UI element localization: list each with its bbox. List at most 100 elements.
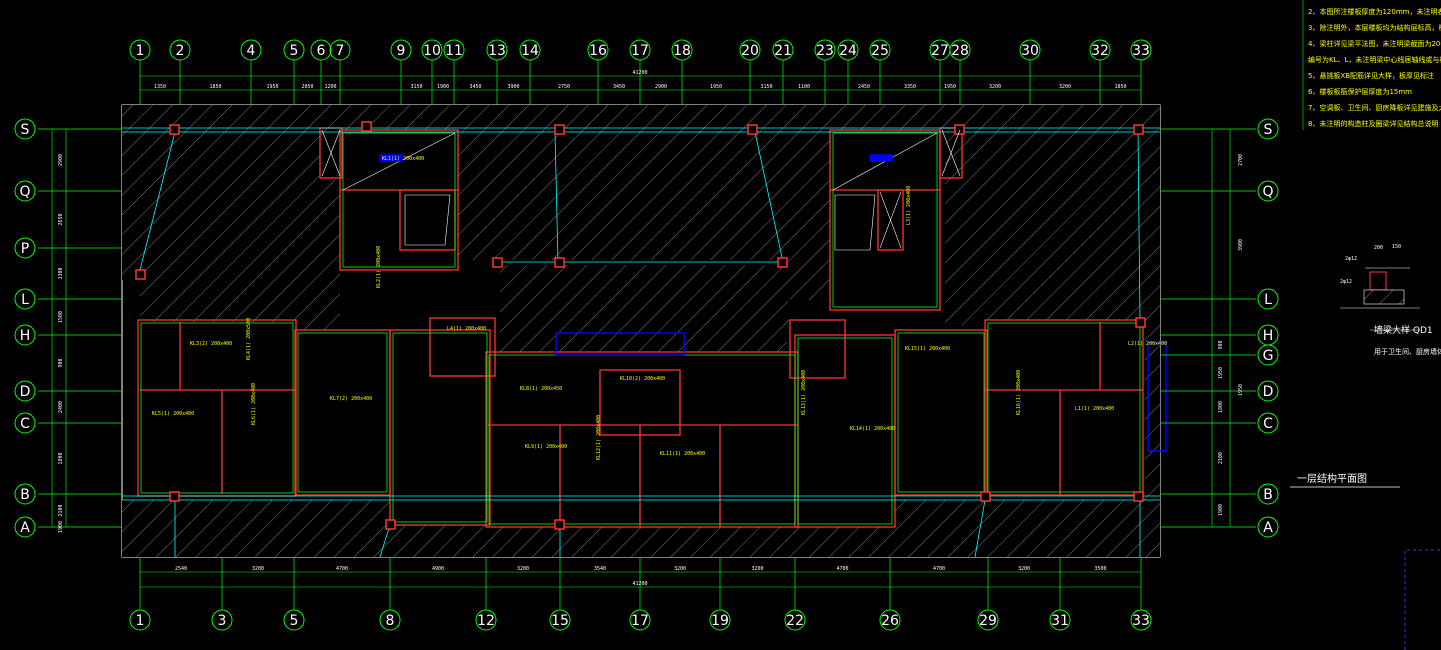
svg-text:Q: Q (1262, 184, 1273, 200)
axis-bubble-top-21: 21 (772, 39, 794, 61)
dim-bottom-6: 3200 (674, 566, 686, 572)
dim-left-1: 2650 (58, 213, 64, 225)
axis-bubble-bottom-19: 19 (709, 609, 731, 631)
note-line-4: 5、悬挑板XB配筋详见大样，板厚见标注 (1308, 71, 1434, 80)
beam-label-4: KL5(1) 200x400 (152, 411, 194, 417)
svg-text:6: 6 (317, 43, 326, 59)
axis-bubble-left-C: C (14, 412, 36, 434)
axis-bubble-bottom-22: 22 (784, 609, 806, 631)
dim-bottom-8: 4700 (836, 566, 848, 572)
axis-bubble-top-20: 20 (739, 39, 761, 61)
beam-label-8: KL9(1) 200x400 (525, 444, 567, 450)
dim-top-4: 1200 (324, 84, 336, 90)
svg-text:18: 18 (673, 43, 691, 59)
dim-top-13: 3150 (760, 84, 772, 90)
beam-label-14: KL15(1) 200x400 (905, 346, 950, 352)
svg-text:28: 28 (951, 43, 969, 59)
note-line-0: 2、本图所注楼板厚度为120mm，未注明者详见说明，墙体位置详建施 (1308, 7, 1441, 16)
axis-bubble-right-Q: Q (1257, 180, 1279, 202)
axis-bubble-top-6: 6 (310, 39, 332, 61)
svg-text:S: S (1264, 122, 1273, 138)
svg-text:10: 10 (423, 43, 441, 59)
svg-text:L: L (21, 292, 29, 308)
note-line-6: 7、空调板、卫生间、厨房降板详见建施及大样 (1308, 103, 1441, 112)
axis-bubble-top-13: 13 (486, 39, 508, 61)
svg-text:19: 19 (711, 613, 729, 629)
svg-text:7: 7 (336, 43, 345, 59)
axis-bubble-top-9: 9 (390, 39, 412, 61)
axis-bubble-left-H: H (14, 324, 36, 346)
axis-bubble-right-L: L (1257, 288, 1279, 310)
dim-top-9: 2750 (558, 84, 570, 90)
axis-bubble-bottom-1: 1 (129, 609, 151, 631)
dim-bottom-4: 3200 (517, 566, 529, 572)
detail-dim-4: 150 (1392, 244, 1401, 250)
dim-left-0: 2900 (58, 154, 64, 166)
svg-text:A: A (1263, 520, 1273, 536)
svg-text:13: 13 (488, 43, 506, 59)
detail-dim-1: 200 (1374, 245, 1383, 251)
general-notes: 2、本图所注楼板厚度为120mm，未注明者详见说明，墙体位置详建施3、除注明外，… (1308, 7, 1441, 128)
axis-bubble-left-S: S (14, 118, 36, 140)
svg-text:31: 31 (1051, 613, 1069, 629)
svg-text:B: B (20, 487, 30, 503)
svg-text:17: 17 (631, 613, 649, 629)
axis-bubble-top-2: 2 (169, 39, 191, 61)
beam-label-1: KL2(1) 200x400 (376, 246, 382, 288)
note-line-2: 4、梁柱详见梁平法图，未注明梁截面为200x400，梁顶标高同板顶标高 (1308, 39, 1441, 48)
axis-bubble-top-18: 18 (671, 39, 693, 61)
dim-left-4: 900 (58, 358, 64, 367)
axis-bubble-right-B: B (1257, 483, 1279, 505)
beam-label-9: KL10(2) 200x400 (620, 376, 665, 382)
beam-label-16: L1(1) 200x400 (1075, 406, 1114, 412)
dim-bottom-7: 3200 (751, 566, 763, 572)
dim-bottom-3: 4900 (432, 566, 444, 572)
axis-bubble-top-17: 17 (629, 39, 651, 61)
dim-left-3: 1500 (58, 311, 64, 323)
detail-title: 墙梁大样 QD1 (1374, 324, 1433, 336)
dim-bottom-2: 4700 (336, 566, 348, 572)
dim-top-7: 3450 (469, 84, 481, 90)
dim-bottom-0: 2540 (175, 566, 187, 572)
wall-beam-detail: 墙梁大样 QD1 用于卫生间、厨房墙体 200 2φ12 2φ12 150 (1340, 244, 1441, 356)
dim-top-2: 1950 (266, 84, 278, 90)
dim-top-11: 2900 (655, 84, 667, 90)
beam-label-0: KL1(1) 200x400 (382, 156, 424, 162)
blue-markups (379, 154, 1167, 452)
svg-text:H: H (20, 328, 31, 344)
svg-text:26: 26 (881, 613, 899, 629)
axis-bubble-right-C: C (1257, 412, 1279, 434)
note-line-7: 8、未注明的构造柱及圈梁详见结构总说明 (1308, 119, 1438, 128)
svg-text:3: 3 (218, 613, 227, 629)
svg-text:16: 16 (589, 43, 607, 59)
axis-bubble-top-25: 25 (869, 39, 891, 61)
dim-left-2: 3300 (58, 267, 64, 279)
rooms (140, 130, 1145, 527)
beam-label-10: KL11(1) 200x400 (660, 451, 705, 457)
dim-bottom-5: 3540 (594, 566, 606, 572)
beam-label-17: L2(1) 200x400 (1128, 341, 1167, 347)
dim-left-8: 1900 (58, 521, 64, 533)
dim-top-20: 1850 (1114, 84, 1126, 90)
svg-text:P: P (21, 241, 29, 257)
svg-text:9: 9 (397, 43, 406, 59)
dim-left-6: 1800 (58, 452, 64, 464)
beam-label-2: KL3(2) 200x400 (190, 341, 232, 347)
svg-text:12: 12 (477, 613, 495, 629)
svg-text:25: 25 (871, 43, 889, 59)
svg-text:24: 24 (839, 43, 857, 59)
dim-bottom-1: 3200 (252, 566, 264, 572)
svg-text:Q: Q (19, 184, 30, 200)
svg-text:5: 5 (290, 613, 299, 629)
dim-top-18: 3200 (989, 84, 1001, 90)
dim-top-8: 3900 (507, 84, 519, 90)
shafts (321, 129, 961, 251)
axis-bubble-bottom-33: 33 (1130, 609, 1152, 631)
axis-bubble-top-30: 30 (1019, 39, 1041, 61)
beam-label-18: L3(1) 200x400 (906, 186, 912, 225)
drawing-title: 一层结构平面图 (1297, 472, 1367, 485)
axis-bubble-bottom-5: 5 (283, 609, 305, 631)
axis-bubble-top-27: 27 (929, 39, 951, 61)
